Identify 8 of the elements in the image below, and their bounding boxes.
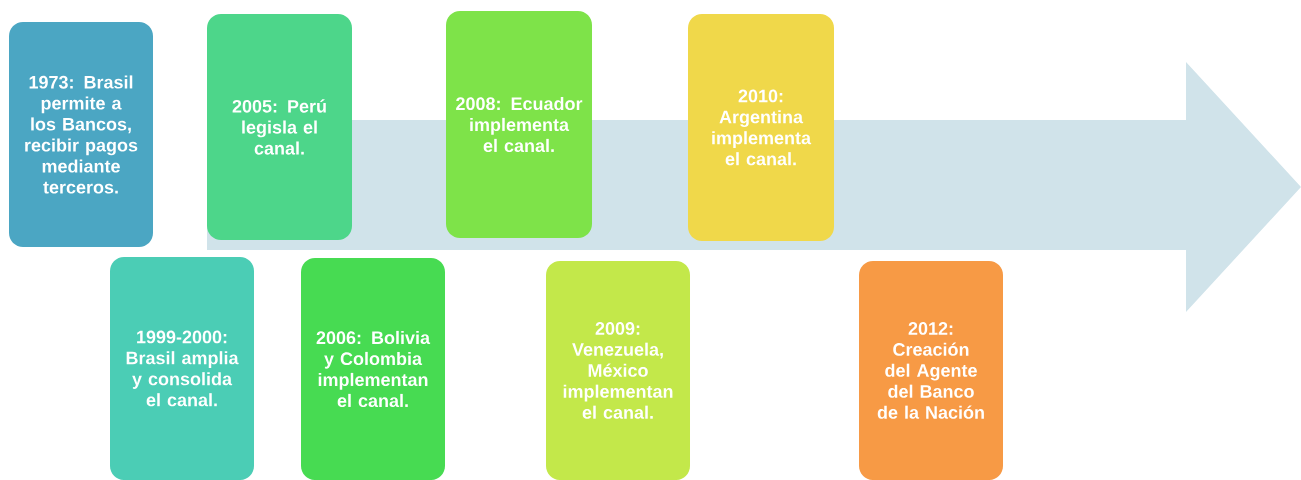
event-box: 2009: Venezuela, México implementan el canal. — [546, 261, 690, 480]
event-box: 1999-2000: Brasil amplia y consolida el canal. — [110, 257, 254, 480]
event-box: 2012: Creación del Agente del Banco de la Nación — [859, 261, 1003, 480]
event-box: 2008: Ecuador implementa el canal. — [446, 11, 592, 238]
event-box: 2005: Perú legisla el canal. — [207, 14, 352, 240]
event-box: 2006: Bolivia y Colombia implementan el canal. — [301, 258, 445, 480]
event-box: 1973: Brasil permite a los Bancos, recibir pagos mediante terceros. — [9, 22, 153, 247]
event-box: 2010: Argentina implementa el canal. — [688, 14, 834, 241]
